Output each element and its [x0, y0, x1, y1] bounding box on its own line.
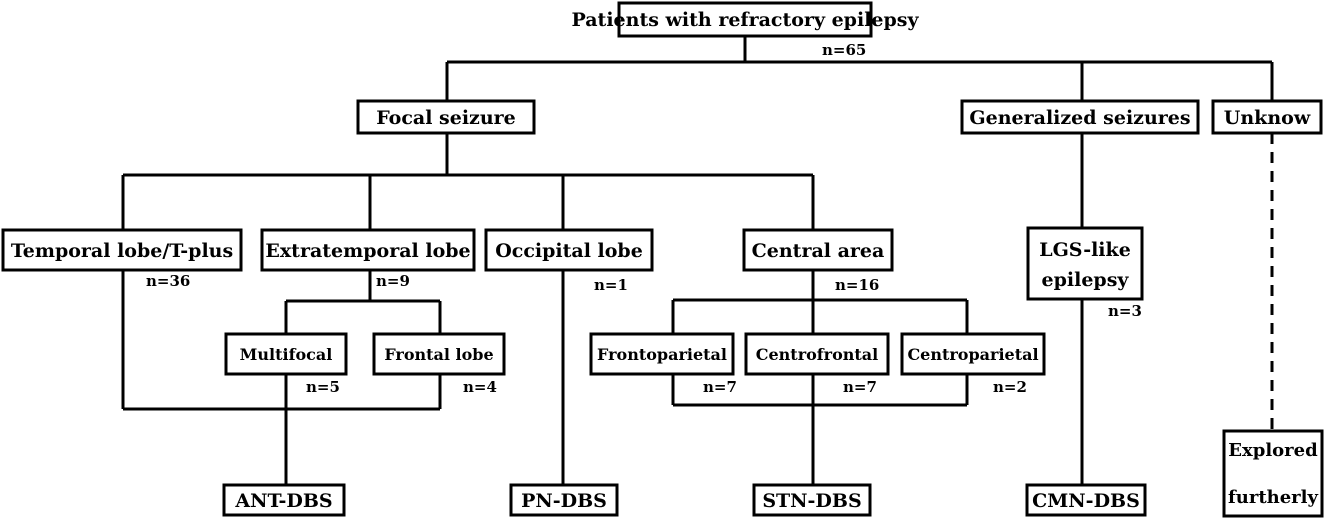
frontal-lobe-label: Frontal lobe	[384, 345, 493, 364]
cmn-dbs-node: CMN-DBS	[1025, 483, 1147, 517]
frontoparietal-label: Frontoparietal	[597, 345, 727, 364]
generalized-seizures-label: Generalized seizures	[969, 107, 1190, 129]
extratemporal-lobe-count: n=9	[376, 272, 410, 290]
central-area-label: Central area	[752, 240, 885, 262]
frontoparietal-node: Frontoparietal	[589, 332, 735, 376]
extratemporal-lobe-node: Extratemporal lobe	[260, 228, 476, 272]
occipital-lobe-count: n=1	[594, 276, 628, 294]
centrofrontal-label: Centrofrontal	[756, 345, 879, 364]
temporal-lobe-node: Temporal lobe/T-plus	[1, 228, 243, 272]
occipital-lobe-label: Occipital lobe	[495, 240, 643, 262]
stn-dbs-label: STN-DBS	[762, 490, 861, 512]
explored-furtherly-node: Explored furtherly	[1222, 429, 1324, 518]
lgs-like-label-line1: LGS-like	[1039, 239, 1131, 261]
lgs-like-epilepsy-node: LGS-like epilepsy	[1026, 226, 1144, 301]
connectors	[121, 36, 1274, 485]
centroparietal-count: n=2	[993, 378, 1027, 396]
multifocal-label: Multifocal	[240, 345, 333, 364]
temporal-lobe-label: Temporal lobe/T-plus	[11, 240, 233, 262]
generalized-seizures-node: Generalized seizures	[960, 99, 1200, 135]
extratemporal-lobe-label: Extratemporal lobe	[265, 240, 470, 262]
pn-dbs-node: PN-DBS	[509, 483, 619, 517]
ant-dbs-node: ANT-DBS	[222, 483, 346, 517]
central-area-count: n=16	[835, 276, 879, 294]
focal-seizure-label: Focal seizure	[376, 107, 516, 129]
root-label: Patients with refractory epilepsy	[571, 9, 919, 31]
root-count: n=65	[822, 41, 866, 59]
centrofrontal-count: n=7	[843, 378, 877, 396]
frontal-lobe-node: Frontal lobe	[372, 332, 506, 376]
ant-dbs-label: ANT-DBS	[234, 490, 332, 512]
root-node: Patients with refractory epilepsy	[571, 1, 919, 38]
pn-dbs-label: PN-DBS	[521, 490, 607, 512]
temporal-lobe-count: n=36	[146, 272, 190, 290]
multifocal-count: n=5	[306, 378, 340, 396]
central-area-node: Central area	[742, 228, 894, 272]
stn-dbs-node: STN-DBS	[752, 483, 872, 517]
multifocal-node: Multifocal	[224, 332, 348, 376]
lgs-like-label-line2: epilepsy	[1042, 269, 1130, 291]
occipital-lobe-node: Occipital lobe	[484, 228, 654, 272]
cmn-dbs-label: CMN-DBS	[1032, 490, 1140, 512]
frontoparietal-count: n=7	[703, 378, 737, 396]
unknown-node: Unknow	[1211, 99, 1323, 135]
explored-label-line1: Explored	[1228, 440, 1318, 461]
unknown-label: Unknow	[1224, 107, 1311, 129]
lgs-like-count: n=3	[1108, 302, 1142, 320]
frontal-lobe-count: n=4	[463, 378, 497, 396]
centroparietal-label: Centroparietal	[907, 345, 1038, 364]
centrofrontal-node: Centrofrontal	[744, 332, 890, 376]
explored-label-line2: furtherly	[1228, 487, 1318, 508]
focal-seizure-node: Focal seizure	[356, 99, 536, 135]
centroparietal-node: Centroparietal	[900, 332, 1046, 376]
